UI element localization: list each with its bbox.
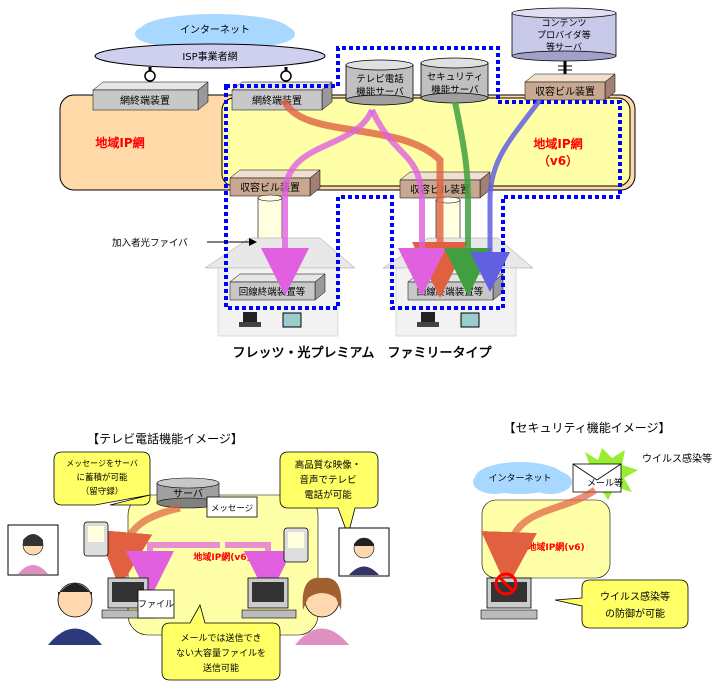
security-server-label-2: 機能サーバ xyxy=(431,84,479,96)
line-terminal-right: 回線終端装置等 xyxy=(407,273,504,301)
line-terminal-left-label: 回線終端装置等 xyxy=(239,286,306,298)
content-server-label-1: コンテンツ xyxy=(541,18,586,29)
person-screen-left xyxy=(7,524,59,576)
tv-phone-regional-label: 地域IP網(v6) xyxy=(193,551,250,563)
arrow-pink-1 xyxy=(261,108,375,296)
bubble-quality-line-2: 音声でテレビ xyxy=(299,474,356,486)
server-label: サーバ xyxy=(173,488,203,500)
caption: フレッツ・光プレミアム ファミリータイプ xyxy=(232,345,492,361)
server-cylinder: サーバ xyxy=(156,477,220,509)
person-screen-right xyxy=(338,527,390,577)
tv-phone-title: 【テレビ電話機能イメージ】 xyxy=(87,431,243,446)
bubble-message: メッセージをサーバ に蓄積が可能 （留守録） xyxy=(53,451,151,506)
subscriber-fiber-label: 加入者光ファイバ xyxy=(112,237,188,249)
content-provider-server: コンテンツ プロバイダ等 等サーバ xyxy=(511,7,617,62)
tv-phone-server: テレビ電話 機能サーバ xyxy=(345,59,414,106)
line-terminal-left: 回線終端装置等 xyxy=(229,273,326,301)
bubble-prevent-line-2: の防御が可能 xyxy=(605,607,665,620)
dotted-boundary xyxy=(224,46,622,310)
security-internet-cloud: インターネット xyxy=(473,462,572,494)
tv-phone-server-label-2: 機能サーバ xyxy=(356,86,404,98)
network-terminal-left-label: 網終端装置 xyxy=(120,94,170,107)
housing-device-left: 収容ビル装置 xyxy=(229,169,321,197)
mail-label: メール等 xyxy=(587,477,623,489)
file-document: ファイル xyxy=(137,589,175,619)
pda-icon-left xyxy=(83,521,109,557)
network-terminal-left: 網終端装置 xyxy=(92,81,209,111)
prohibit-icon xyxy=(494,572,518,596)
bubble-file-line-2: ない大容量ファイルを xyxy=(176,647,266,659)
regional-ip-net-v6-label-line2: （v6） xyxy=(538,153,578,168)
message-document: メッセージ xyxy=(206,496,258,518)
bubble-message-line-1: メッセージをサーバ xyxy=(66,459,138,468)
content-server-label-2: プロバイダ等 xyxy=(537,29,591,41)
phone-icon-left xyxy=(239,312,261,327)
bubble-quality-line-3: 電話が可能 xyxy=(304,489,352,501)
arrow-pink-2 xyxy=(369,108,446,296)
bubble-message-line-2: に蓄積が可能 xyxy=(76,472,128,483)
tv-phone-server-label-1: テレビ電話 xyxy=(356,73,404,85)
security-title: 【セキュリティ機能イメージ】 xyxy=(503,420,670,435)
isp-network: ISP事業者網 xyxy=(94,43,326,69)
woman-icon xyxy=(295,577,349,645)
message-document-label: メッセージ xyxy=(211,504,253,514)
computer-right xyxy=(241,577,297,619)
bubble-quality-line-1: 高品質な映像・ xyxy=(295,459,362,471)
regional-ip-net-v6-label-line1: 地域IP網 xyxy=(533,136,582,151)
internet-label: インターネット xyxy=(180,24,250,36)
tv-arrow-pink-left xyxy=(126,542,220,599)
arrow-green xyxy=(444,101,492,296)
pc-icon-right xyxy=(460,312,480,328)
network-terminal-center-label: 網終端装置 xyxy=(252,94,302,107)
tv-arrow-orange xyxy=(96,504,181,588)
tv-arrow-pink-right xyxy=(225,542,292,599)
bubble-prevent: ウイルス感染等 の防御が可能 xyxy=(554,579,689,629)
bubble-file: メールでは送信でき ない大容量ファイルを 送信可能 xyxy=(161,603,281,681)
file-document-label: ファイル xyxy=(138,600,174,610)
line-terminal-right-label: 回線終端装置等 xyxy=(417,286,484,298)
housing-device-center: 収容ビル装置 xyxy=(399,171,491,199)
bubble-quality: 高品質な映像・ 音声でテレビ 電話が可能 xyxy=(279,451,379,537)
pda-icon-right xyxy=(283,527,309,563)
security-server-label-1: セキュリティ xyxy=(427,72,483,83)
security-arrow xyxy=(481,487,598,588)
man-icon xyxy=(48,582,102,645)
bubble-prevent-line-1: ウイルス感染等 xyxy=(600,590,670,603)
bubble-message-line-3: （留守録） xyxy=(81,486,124,497)
phone-icon-right xyxy=(417,312,439,327)
virus-label: ウイルス感染等 xyxy=(642,452,712,465)
housing-device-right: 収容ビル装置 xyxy=(524,73,616,101)
pc-icon-left xyxy=(282,312,302,328)
internet-cloud: インターネット xyxy=(135,14,295,46)
bubble-file-line-3: 送信可能 xyxy=(203,662,239,674)
regional-ip-net-label: 地域IP網 xyxy=(95,135,144,150)
security-regional-label: 地域IP網(v6) xyxy=(527,541,584,553)
housing-device-left-label: 収容ビル装置 xyxy=(240,181,300,194)
arrow-blue xyxy=(470,98,542,292)
content-server-label-3: 等サーバ xyxy=(546,41,582,53)
security-computer xyxy=(480,577,538,620)
mail-icon: メール等 xyxy=(572,463,623,493)
housing-device-right-label: 収容ビル装置 xyxy=(535,85,595,98)
bubble-file-line-1: メールでは送信でき xyxy=(180,632,261,644)
arrow-orange xyxy=(280,98,468,298)
security-internet-label: インターネット xyxy=(488,473,551,484)
security-server: セキュリティ 機能サーバ xyxy=(420,57,489,104)
isp-network-label: ISP事業者網 xyxy=(182,50,237,63)
